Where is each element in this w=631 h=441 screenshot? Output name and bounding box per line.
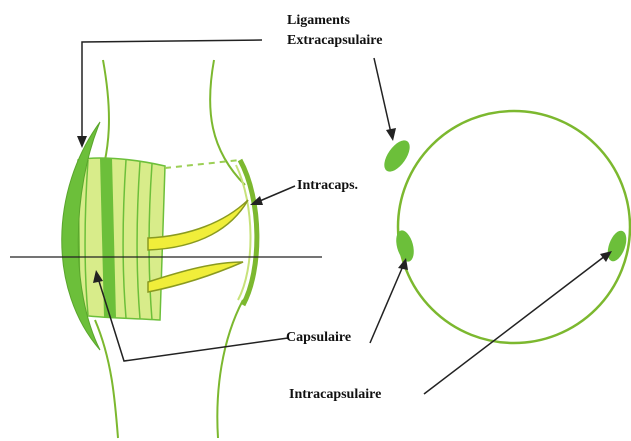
label-intracapsulaire: Intracapsulaire <box>289 386 381 403</box>
lower-bone-right-contour <box>217 300 243 438</box>
leader-extracapsulaire <box>374 58 391 133</box>
joint-cross-section-circle <box>398 111 630 343</box>
label-extracapsulaire: Extracapsulaire <box>287 32 382 49</box>
leader-intracapsulaire-left <box>370 266 403 343</box>
extracapsular-ligament-oval <box>379 136 414 176</box>
label-capsulaire: Capsulaire <box>286 329 351 346</box>
label-intracaps: Intracaps. <box>297 177 358 194</box>
intracapsular-ligament-oval-left <box>393 228 417 263</box>
label-ligaments: Ligaments <box>287 12 350 29</box>
upper-bone-right-contour <box>210 60 245 185</box>
lower-bone-left-contour <box>95 320 118 438</box>
